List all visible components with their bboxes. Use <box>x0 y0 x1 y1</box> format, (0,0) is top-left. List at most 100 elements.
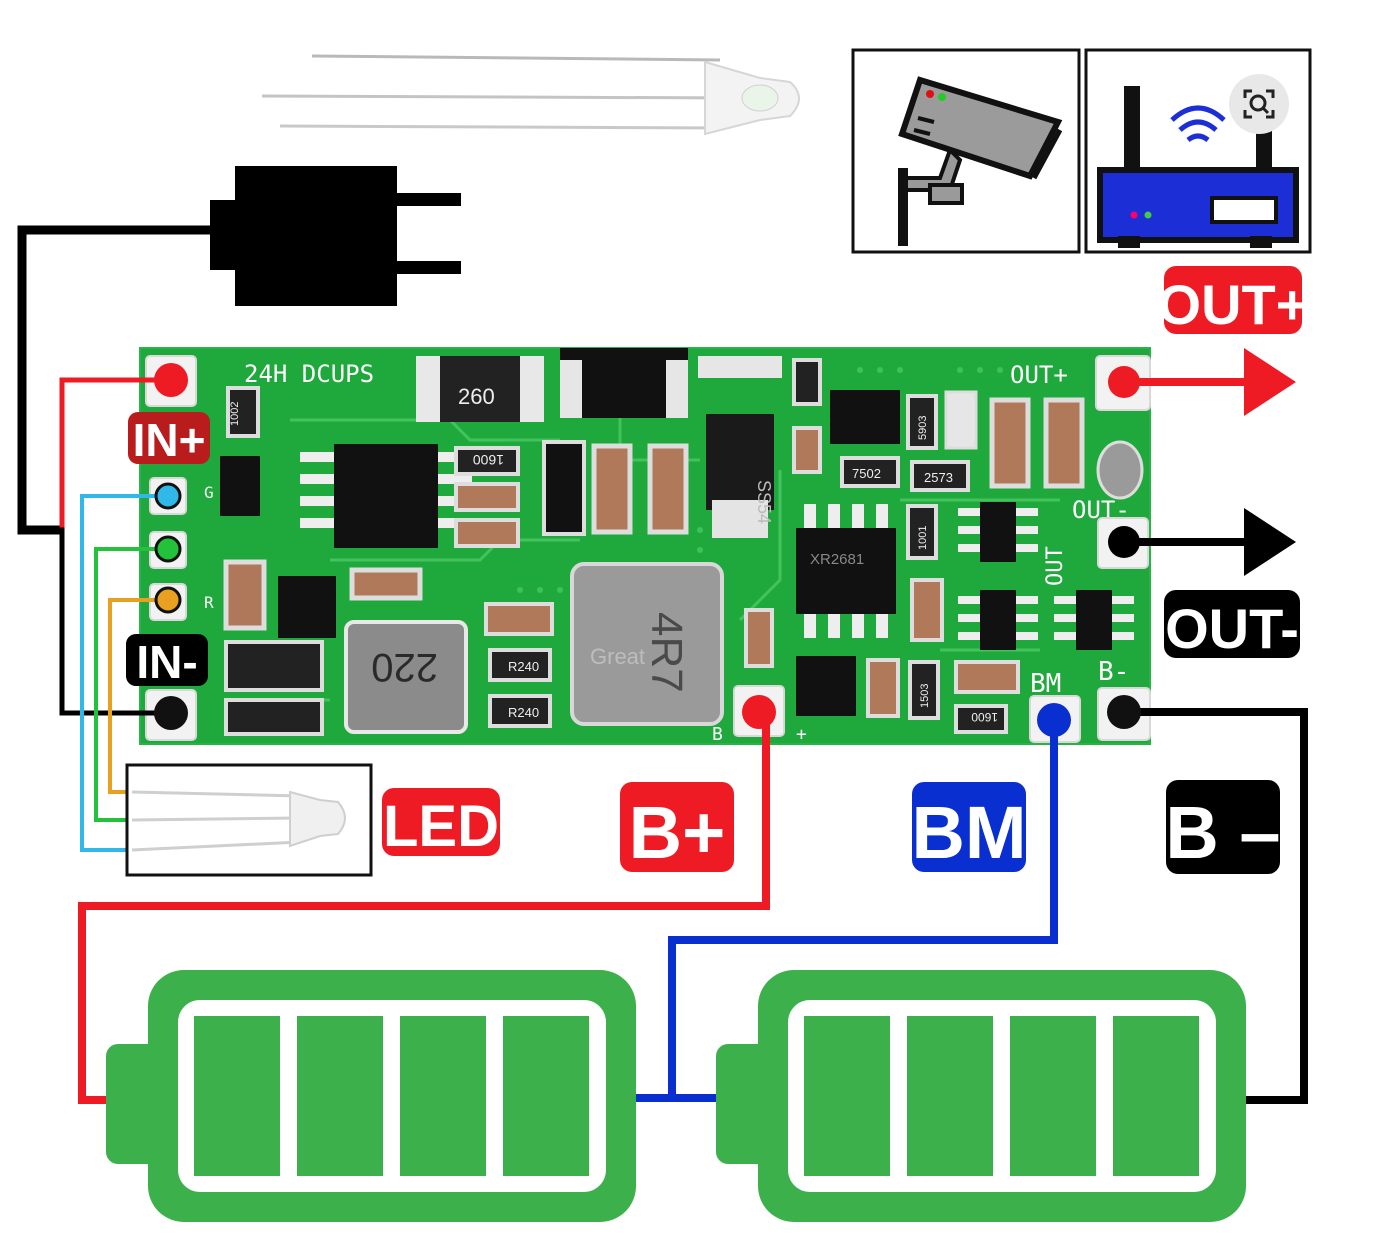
output-minus-arrow <box>1108 508 1296 576</box>
label-bm: BM <box>911 782 1027 874</box>
label-out-plus: OUT+ <box>1158 266 1309 336</box>
svg-text:5903: 5903 <box>917 416 929 440</box>
component-transistor-3 <box>830 390 900 444</box>
svg-text:OUT+: OUT+ <box>1158 273 1309 336</box>
svg-text:260: 260 <box>458 384 495 409</box>
component-chip-6pin-1 <box>958 502 1038 562</box>
wire-led-orange <box>108 598 166 794</box>
component-cap-14 <box>866 658 900 718</box>
battery-icon <box>106 970 636 1222</box>
component-r-vertical-1 <box>792 358 822 406</box>
component-cap-10 <box>989 397 1031 489</box>
component-inductor-220: 220 <box>344 620 468 734</box>
component-transistor-4 <box>796 656 856 716</box>
svg-text:1600: 1600 <box>473 452 504 468</box>
led-photo-top <box>261 54 800 136</box>
svg-text:B+: B+ <box>629 791 726 874</box>
wire-in-minus <box>22 527 171 716</box>
component-cap-15 <box>744 608 774 668</box>
component-r1503: 1503 <box>908 660 940 720</box>
component-cap-7 <box>647 443 689 535</box>
label-out-minus: OUT- <box>1164 590 1300 660</box>
terminal-led-orange <box>154 586 182 614</box>
silk-b: B <box>712 724 723 745</box>
zoom-search-icon[interactable] <box>1229 74 1289 134</box>
svg-text:1002: 1002 <box>229 402 241 426</box>
svg-text:XR2681: XR2681 <box>810 551 864 568</box>
svg-text:4R7: 4R7 <box>642 612 691 693</box>
component-r240-a: R240 <box>488 648 552 682</box>
component-cap-4 <box>349 567 423 601</box>
component-diode-small-2 <box>224 698 324 736</box>
component-cap-6 <box>591 443 633 535</box>
svg-text:SS54: SS54 <box>754 480 774 524</box>
component-diode-260: 260 <box>416 356 544 422</box>
terminal-b-minus <box>1107 695 1141 729</box>
silk-r: R <box>204 593 214 612</box>
silk-bm: BM <box>1030 669 1061 699</box>
component-cap-2 <box>454 482 520 512</box>
silk-plus: + <box>796 724 807 745</box>
wire-led-green <box>94 547 166 822</box>
svg-text:IN-: IN- <box>136 636 197 688</box>
pcb-board: 24H DCUPS OUT+ OUT- OUT BM B- B + G R <box>139 347 1151 745</box>
component-cap-8 <box>484 602 554 636</box>
component-transistor-1 <box>220 456 260 516</box>
wire-bm <box>636 720 1058 1102</box>
component-cap-11 <box>1043 397 1085 489</box>
terminal-led-green <box>154 535 182 563</box>
component-cap-12 <box>910 578 944 642</box>
svg-text:LED: LED <box>383 794 499 859</box>
component-r1002 <box>226 386 260 438</box>
svg-text:1001: 1001 <box>917 526 929 550</box>
silk-out-vertical: OUT <box>1043 546 1068 586</box>
label-in-minus: IN- <box>126 634 208 688</box>
component-chip-xr2681: XR2681 <box>796 504 896 638</box>
board-title: 24H DCUPS <box>244 360 374 388</box>
component-diode-ss54: SS54 <box>706 414 774 538</box>
security-camera-icon <box>851 48 1081 254</box>
mounting-screw <box>1096 440 1144 500</box>
svg-text:7502: 7502 <box>852 466 881 481</box>
svg-text:220: 220 <box>371 645 438 689</box>
svg-text:R240: R240 <box>508 705 539 720</box>
label-led: LED <box>382 788 500 859</box>
component-cap-1 <box>223 559 267 631</box>
component-r240-b: R240 <box>488 694 552 728</box>
svg-text:Great: Great <box>590 644 645 669</box>
component-cap-5 <box>542 440 586 536</box>
svg-text:1600: 1600 <box>971 710 998 724</box>
silk-b-minus: B- <box>1098 657 1129 687</box>
terminal-bm <box>1037 703 1071 737</box>
svg-text:1503: 1503 <box>919 684 931 708</box>
component-r2573: 2573 <box>910 460 970 492</box>
output-plus-arrow <box>1108 348 1296 416</box>
wire-led-cyan <box>80 494 166 852</box>
silk-out-plus: OUT+ <box>1010 361 1068 389</box>
component-cap-9 <box>792 426 822 474</box>
component-diode-small-1 <box>224 640 324 692</box>
terminal-b-plus <box>742 695 776 729</box>
component-r5903: 5903 <box>906 394 938 450</box>
component-r1600-b: 1600 <box>954 704 1008 734</box>
svg-text:IN+: IN+ <box>133 414 206 466</box>
component-cap-white <box>944 390 978 450</box>
terminal-led-cyan <box>154 482 182 510</box>
silk-g: G <box>204 483 214 502</box>
wire-b-minus <box>1124 708 1308 1104</box>
component-chip-6pin-3 <box>1054 590 1134 650</box>
component-chip-6pin-2 <box>958 590 1038 650</box>
terminal-in-minus <box>154 696 188 730</box>
component-r1001-a: 1001 <box>906 504 938 560</box>
svg-text:2573: 2573 <box>924 470 953 485</box>
svg-text:R240: R240 <box>508 659 539 674</box>
component-r7502: 7502 <box>840 456 900 488</box>
label-b-minus: B – <box>1165 780 1281 874</box>
component-bridge <box>698 356 782 378</box>
battery-icon <box>716 970 1246 1222</box>
label-in-plus: IN+ <box>128 412 210 466</box>
component-cap-13 <box>954 660 1020 694</box>
component-r1600-a: 1600 <box>454 446 520 476</box>
svg-text:OUT-: OUT- <box>1165 597 1299 660</box>
